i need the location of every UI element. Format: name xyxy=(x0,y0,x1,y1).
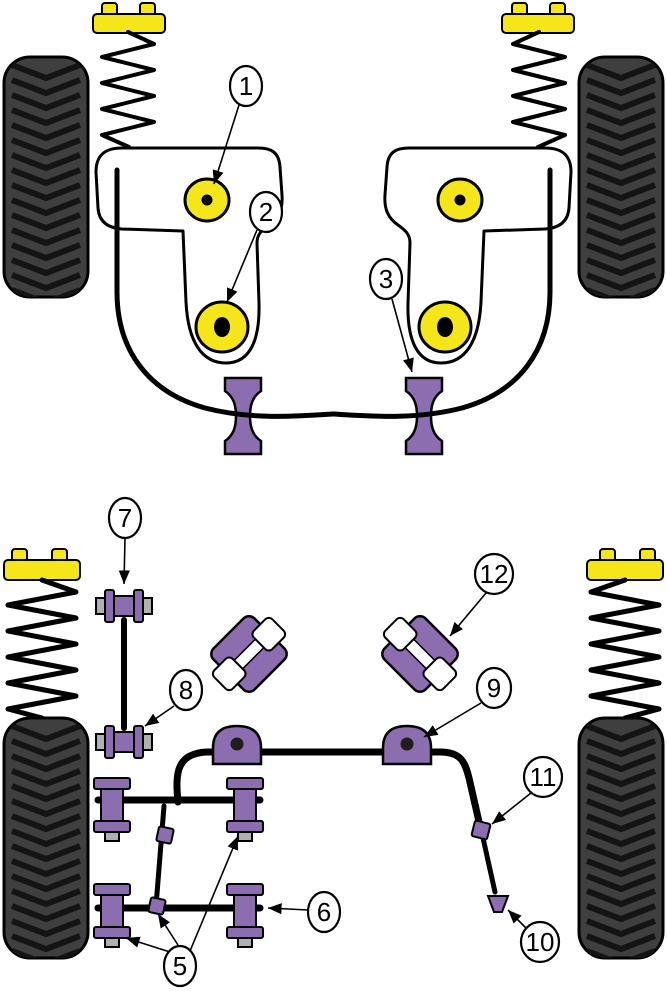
callout-12-number: 12 xyxy=(480,559,509,589)
callout-11-number: 11 xyxy=(530,762,557,792)
tie-link-upper-bush xyxy=(155,825,175,845)
beam-bush-lower-right xyxy=(226,883,264,948)
beam-bush-lower-left xyxy=(93,883,131,948)
callout-10-number: 10 xyxy=(526,927,555,957)
callout-5: 5 xyxy=(125,835,239,988)
callout-12: 12 xyxy=(449,552,515,637)
engine-mount-left xyxy=(198,603,300,705)
callout-7: 7 xyxy=(107,496,143,585)
engine-mount-right xyxy=(369,603,471,705)
callout-2-number: 2 xyxy=(259,197,273,227)
callout-5-number: 5 xyxy=(173,951,187,981)
arb-clamp-left xyxy=(211,724,263,766)
callout-2: 2 xyxy=(226,190,284,303)
drop-link-upper-bush xyxy=(470,819,492,841)
callout-10: 10 xyxy=(507,909,561,964)
callout-9-number: 9 xyxy=(487,673,501,703)
front-right-assembly xyxy=(334,3,663,454)
callout-9: 9 xyxy=(423,666,513,738)
callout-11: 11 xyxy=(491,755,564,825)
rear-left-corner xyxy=(4,549,88,964)
anti-roll-bar xyxy=(173,748,484,830)
front-left-assembly xyxy=(4,3,333,454)
beam-bush-upper-left xyxy=(93,777,131,842)
callout-8-number: 8 xyxy=(179,675,193,705)
callout-7-number: 7 xyxy=(118,503,132,533)
callout-6: 6 xyxy=(267,890,342,934)
tie-link-lower-bush xyxy=(147,896,167,916)
arb-clamp-right xyxy=(381,724,433,766)
callout-8: 8 xyxy=(144,668,204,727)
beam-bush-upper-right xyxy=(226,777,264,842)
callout-1: 1 xyxy=(212,64,264,185)
drop-link xyxy=(480,835,498,895)
beam-tie-link xyxy=(153,803,167,909)
callout-3: 3 xyxy=(368,257,414,373)
callout-1-number: 1 xyxy=(239,71,253,101)
rear-right-corner xyxy=(579,549,663,964)
callout-6-number: 6 xyxy=(317,897,331,927)
drop-link-lower-bush xyxy=(486,895,510,913)
callout-3-number: 3 xyxy=(379,264,393,294)
